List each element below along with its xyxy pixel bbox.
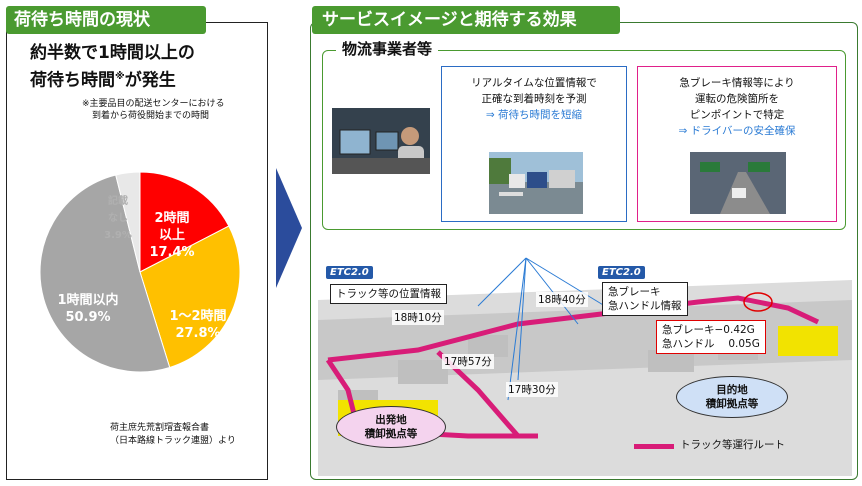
pie-slice: [139, 171, 230, 273]
operator-photo: [332, 108, 430, 174]
headline-line2-suffix: が発生: [124, 70, 176, 91]
pie-label: 1時間以内: [57, 292, 118, 308]
origin-line1: 出発地: [375, 414, 407, 426]
note-line2: 到着から荷役開始までの時間: [92, 111, 210, 121]
brake-reading-line1: 急ブレーキ−0.42G: [662, 324, 755, 336]
destination-line2: 積卸拠点等: [705, 398, 759, 410]
pie-label: 17.4%: [149, 245, 194, 260]
service-image-title: サービスイメージと期待する効果: [312, 6, 620, 34]
road-junction-photo: [690, 152, 786, 214]
brake-info-line2: 急ハンドル情報: [608, 300, 682, 312]
blue-line1: リアルタイムな位置情報で: [471, 77, 597, 89]
pie-label: 50.9%: [65, 310, 110, 325]
pink-line2: 運転の危険箇所を: [695, 93, 779, 105]
realtime-position-text: リアルタイムな位置情報で 正確な到着時刻を予測 ⇒ 荷待ち時間を短縮: [442, 75, 626, 123]
truck-traffic-photo: [489, 152, 583, 214]
etc-logo-right: ETC2.0: [598, 266, 645, 279]
time-label-2: 17時57分: [442, 354, 494, 369]
sudden-brake-text: 急ブレーキ情報等により 運転の危険箇所を ピンポイントで特定 ⇒ ドライバーの安…: [638, 75, 836, 139]
destination-line1: 目的地: [716, 384, 748, 396]
source-line1: 荷主庶先荒割瑁査報合書: [110, 423, 210, 433]
pie-label: 3.9%: [104, 230, 132, 241]
blue-line2: 正確な到着時刻を予測: [481, 93, 587, 105]
route-legend-label: トラック等運行ルート: [680, 439, 785, 451]
right-arrow-icon: [276, 168, 302, 288]
headline: 約半数で1時間以上の 荷待ち時間※が発生: [30, 42, 195, 93]
headline-mark: ※: [115, 71, 125, 82]
time-label-1: 18時40分: [536, 292, 588, 307]
route-legend-swatch: [634, 444, 674, 449]
source-note: 荷主庶先荒割瑁査報合書 （日本路線トラック連盟）より: [110, 422, 236, 448]
logistics-operators-frame: [322, 50, 846, 230]
note-line1: ※主要品目の配送センターにおける: [82, 99, 225, 109]
footnote: ※主要品目の配送センターにおける 到着から荷役開始までの時間: [82, 98, 266, 122]
destination-oval: 目的地 積卸拠点等: [676, 376, 788, 418]
time-label-3: 17時30分: [506, 382, 558, 397]
pink-line1: 急ブレーキ情報等により: [679, 77, 795, 89]
position-info-label: トラック等の位置情報: [330, 284, 447, 304]
current-status-title: 荷待ち時間の現状: [6, 6, 206, 34]
pie-slice: [115, 171, 141, 273]
headline-line2: 荷待ち時間: [30, 70, 115, 91]
pie-label: 1～2時間: [169, 308, 226, 324]
brake-reading-line2: 急ハンドル 0.05G: [662, 338, 760, 350]
logistics-operators-label: 物流事業者等: [336, 38, 439, 59]
pie-label: 27.8%: [175, 326, 220, 341]
pie-label: 記載: [108, 194, 128, 207]
pie-label: 以上: [159, 228, 185, 243]
brake-info-line1: 急ブレーキ: [608, 286, 661, 298]
origin-oval: 出発地 積卸拠点等: [336, 406, 446, 448]
pie-slice: [139, 225, 241, 369]
realtime-position-box: リアルタイムな位置情報で 正確な到着時刻を予測 ⇒ 荷待ち時間を短縮: [441, 66, 627, 222]
source-line2: （日本路線トラック連盟）より: [110, 436, 236, 446]
pie-slice: [39, 174, 171, 373]
brake-reading-box: 急ブレーキ−0.42G 急ハンドル 0.05G: [656, 320, 766, 354]
pink-effect: ⇒ ドライバーの安全確保: [678, 125, 796, 137]
pie-label: なし: [108, 212, 128, 224]
pink-line3: ピンポイントで特定: [689, 109, 785, 121]
etc-logo-left: ETC2.0: [326, 266, 373, 279]
pie-label: 2時間: [154, 210, 189, 226]
time-label-0: 18時10分: [392, 310, 444, 325]
headline-line2-wrap: 荷待ち時間※が発生: [30, 65, 195, 93]
sudden-brake-box: 急ブレーキ情報等により 運転の危険箇所を ピンポイントで特定 ⇒ ドライバーの安…: [637, 66, 837, 222]
brake-info-label: 急ブレーキ 急ハンドル情報: [602, 282, 688, 316]
blue-effect: ⇒ 荷待ち時間を短縮: [485, 109, 583, 121]
origin-line2: 積卸拠点等: [364, 428, 418, 440]
headline-line1: 約半数で1時間以上の: [30, 43, 195, 63]
